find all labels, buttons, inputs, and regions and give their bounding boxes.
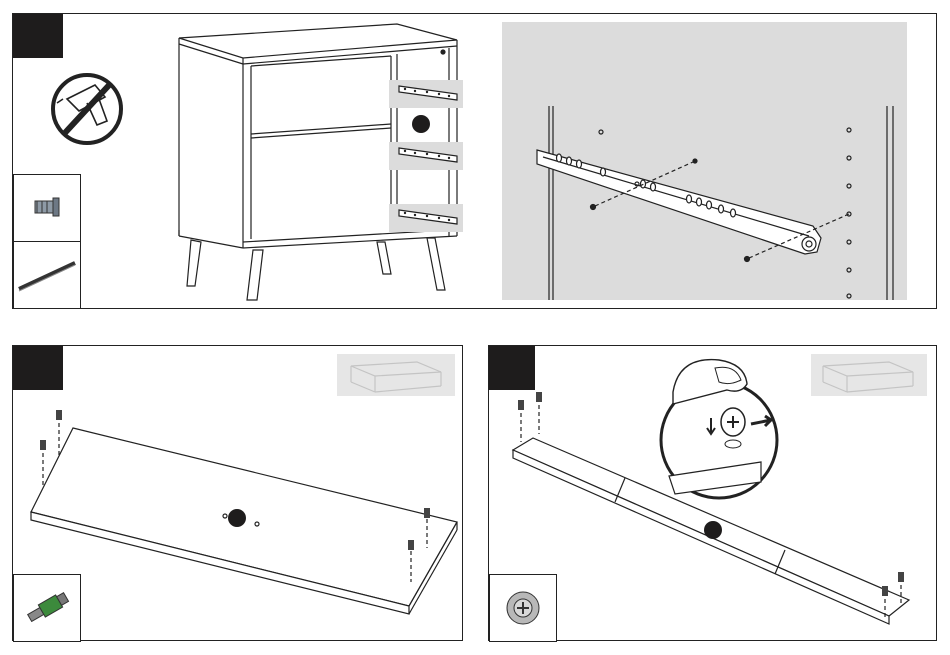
rail-detail-drawing	[537, 106, 893, 300]
cam-lock-detail	[661, 360, 777, 498]
step-3-panel	[488, 345, 937, 641]
callout-dot	[704, 521, 722, 539]
euro-screw-icon	[35, 198, 59, 216]
no-power-drill-icon	[53, 75, 121, 143]
cam-lock-icon	[507, 592, 539, 624]
step-2-panel	[12, 345, 463, 641]
callout-dot	[228, 509, 246, 527]
step-3-illustration	[489, 346, 938, 642]
drawer-rail-icon	[19, 263, 75, 291]
step-2-illustration	[13, 346, 464, 642]
step-1-panel	[12, 13, 937, 309]
cam-bolt-icon	[26, 591, 69, 624]
callout-dot	[412, 115, 430, 133]
step-1-illustration	[13, 14, 938, 310]
